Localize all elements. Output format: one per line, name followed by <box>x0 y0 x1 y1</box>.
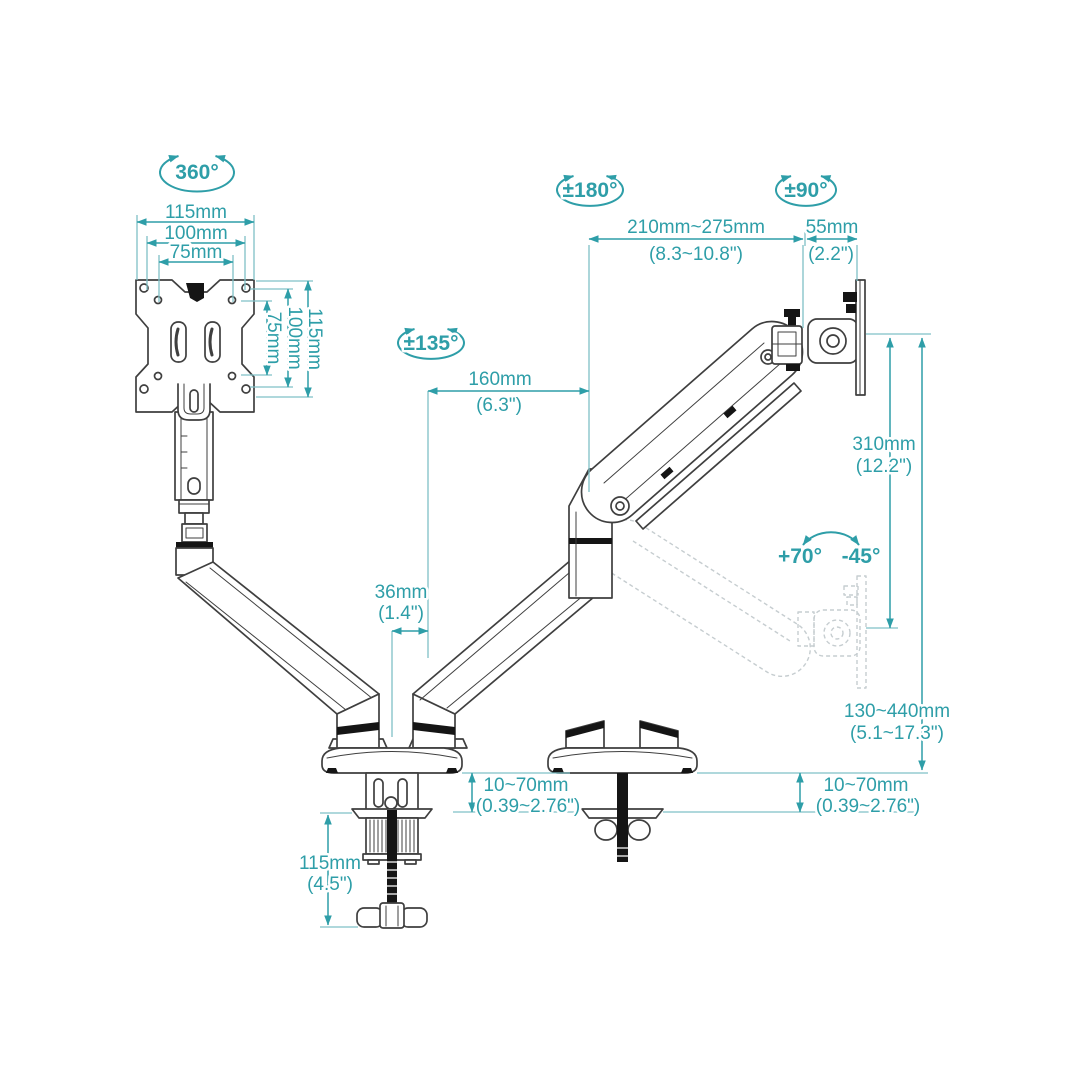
reach-in-label: (8.3~10.8") <box>649 244 743 265</box>
rotation-90-label: ±90° <box>784 179 827 202</box>
vesa-height-75-label: 75mm <box>263 312 284 365</box>
vesa-width-100-label: 100mm <box>164 223 227 244</box>
swivel-180-arrow <box>556 174 624 207</box>
wing-nut <box>594 819 618 841</box>
pole-gap-in-label: (1.4") <box>378 603 424 624</box>
clamp-screw <box>387 810 397 906</box>
head-depth-mm-label: 55mm <box>806 217 859 238</box>
vesa-width-75-label: 75mm <box>170 242 223 263</box>
reach-mm-label: 210mm~275mm <box>627 217 765 238</box>
rotation-360-arrow <box>159 155 235 193</box>
left-arm-assembly <box>174 383 380 715</box>
left-lower-arm <box>177 561 380 715</box>
tilt-up-label: +70° <box>778 545 822 568</box>
vesa-height-100-label: 100mm <box>284 306 305 369</box>
vesa-slot-left <box>170 321 187 363</box>
swivel-135-arrow <box>397 327 465 360</box>
front-arm-in-label: (6.3") <box>476 395 522 416</box>
clamp-right-in-label: (0.39~2.76") <box>816 796 920 817</box>
grommet-mount-base <box>547 720 698 862</box>
front-arm-mm-label: 160mm <box>468 369 531 390</box>
vesa-width-115-label: 115mm <box>165 202 227 223</box>
rotation-symbols <box>159 155 860 546</box>
dimension-labels: 360° 115mm 100mm 75mm 75mm 100mm 115mm ±… <box>162 159 953 898</box>
vesa-slot-right <box>204 321 221 363</box>
pole-gap-mm-label: 36mm <box>375 582 428 603</box>
clamp-right-mm-label: 10~70mm <box>823 775 908 796</box>
clamp-height-in-label: (4.5") <box>307 874 353 895</box>
ghost-arm-lowered-position <box>596 519 867 689</box>
tilt-down-label: -45° <box>842 545 881 568</box>
grommet-bolt <box>617 773 628 862</box>
clamp-left-mm-label: 10~70mm <box>483 775 568 796</box>
gas-spring-arm-side-view <box>580 320 804 530</box>
lift-mm-label: 310mm <box>852 434 915 455</box>
monitor-bracket <box>771 279 866 396</box>
head-depth-in-label: (2.2") <box>808 244 854 265</box>
rotation-90-arrow <box>775 175 837 207</box>
swivel-180-label: ±180° <box>563 179 618 202</box>
extension-lines <box>136 215 931 928</box>
height-range-in-label: (5.1~17.3") <box>850 723 944 744</box>
rotation-360-label: 360° <box>175 161 218 184</box>
lift-in-label: (12.2") <box>856 456 912 477</box>
vesa-height-115-label: 115mm <box>304 308 325 370</box>
clamp-height-mm-label: 115mm <box>299 853 361 874</box>
clamp-knob <box>356 907 384 928</box>
desk-clamp-base <box>321 747 463 929</box>
dimension-lines <box>136 218 926 926</box>
tilt-arc-arrow <box>802 531 860 546</box>
swivel-135-label: ±135° <box>404 332 459 355</box>
line-art <box>135 279 866 929</box>
quick-release-clip <box>186 283 204 302</box>
vesa-plate <box>135 279 255 413</box>
base-posts <box>328 693 468 749</box>
height-range-mm-label: 130~440mm <box>844 701 950 722</box>
clamp-left-in-label: (0.39~2.76") <box>476 796 580 817</box>
elbow-pivot <box>610 496 630 516</box>
